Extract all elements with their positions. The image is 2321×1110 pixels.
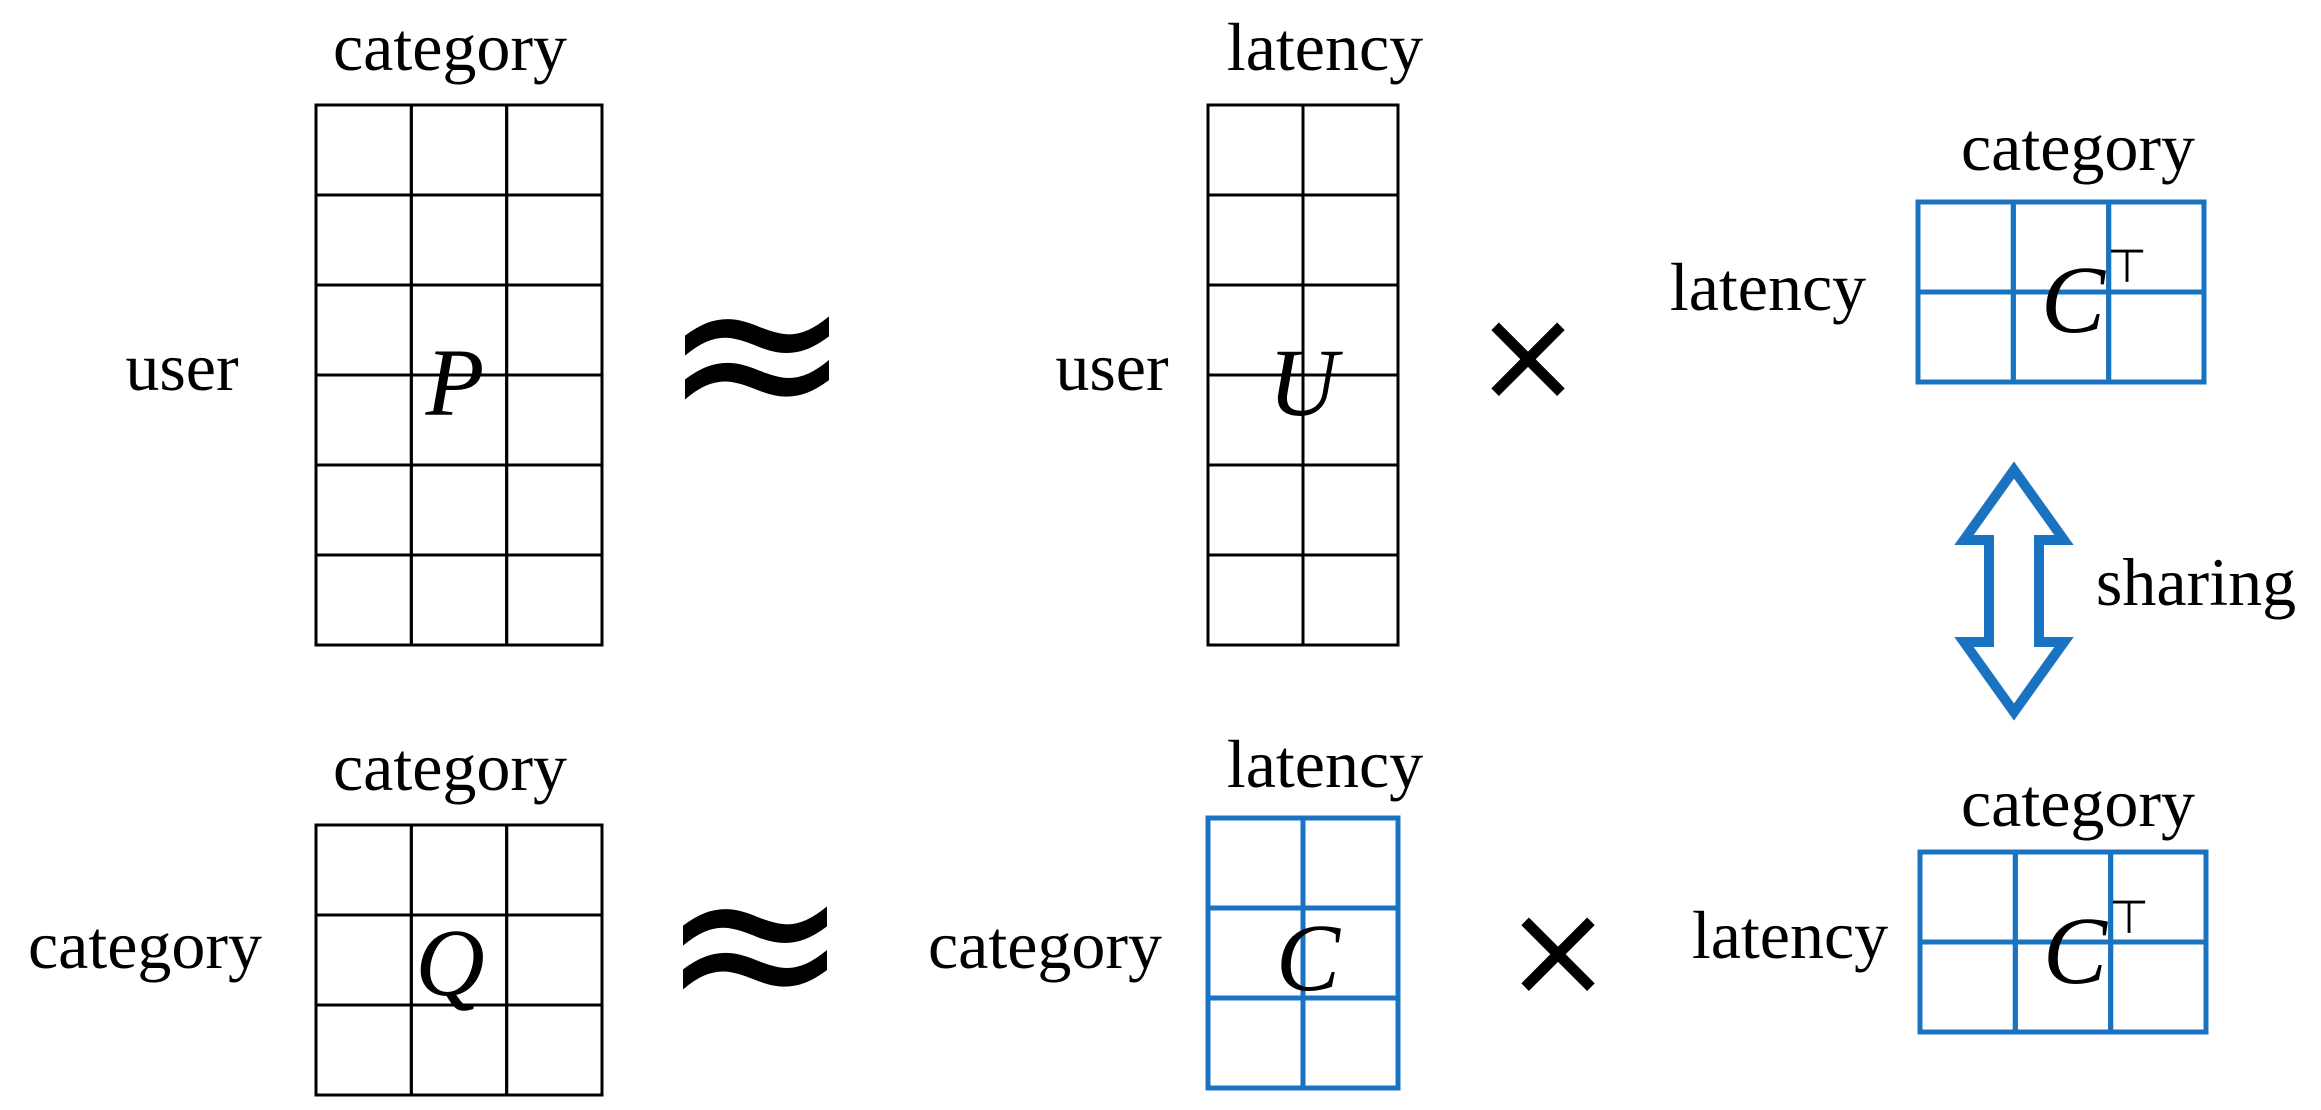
matrix-cell — [505, 463, 604, 557]
times-symbol-bottom: × — [1504, 874, 1613, 1026]
matrix-cell — [1917, 939, 2018, 1035]
matrix-cell — [409, 823, 509, 917]
matrix-cell — [409, 463, 509, 557]
matrix-q-row-label: category — [28, 907, 262, 983]
matrix-cell — [409, 103, 509, 197]
matrix-c-grid — [1205, 815, 1401, 1091]
matrix-ct-bottom-symbol: C — [2043, 897, 2108, 1004]
matrix-cell — [505, 823, 604, 917]
matrix-cell — [314, 283, 413, 377]
matrix-u-col-label: latency — [1227, 9, 1423, 85]
matrix-cell — [1301, 553, 1400, 647]
matrix-cell — [505, 1003, 604, 1097]
matrix-q: Q category category — [28, 729, 604, 1097]
matrix-cell — [314, 373, 413, 467]
matrix-ct-top-col-label: category — [1961, 109, 2195, 185]
sharing-label: sharing — [2096, 544, 2296, 620]
matrix-cell — [409, 1003, 509, 1097]
matrix-cell — [505, 283, 604, 377]
matrix-p: P category user — [125, 9, 604, 647]
matrix-ct-bottom-col-label: category — [1961, 765, 2195, 841]
matrix-cell — [2108, 939, 2209, 1035]
matrix-cell — [1205, 815, 1306, 911]
matrix-ct-top-symbol: C — [2041, 246, 2106, 353]
matrix-cell — [1301, 103, 1400, 197]
matrix-cell — [314, 553, 413, 647]
matrix-cell — [1301, 463, 1400, 557]
matrix-cell — [1301, 193, 1400, 287]
matrix-cell — [1300, 815, 1401, 911]
matrix-ct-bottom-grid — [1917, 849, 2209, 1035]
matrix-cell — [505, 193, 604, 287]
matrix-cell — [1915, 289, 2016, 385]
matrix-cell — [409, 553, 509, 647]
approx-symbol-top: ≈ — [661, 218, 854, 485]
matrix-cell — [314, 103, 413, 197]
matrix-cell — [409, 193, 509, 287]
matrix-q-col-label: category — [333, 729, 567, 805]
matrix-ct-bottom: C ⊤ category latency — [1692, 765, 2209, 1035]
matrix-ct-top-grid — [1915, 199, 2207, 385]
matrix-u-grid — [1206, 103, 1400, 647]
times-symbol-top: × — [1474, 279, 1583, 431]
matrix-cell — [505, 913, 604, 1007]
matrix-u: U latency user — [1055, 9, 1423, 647]
matrix-p-grid — [314, 103, 604, 647]
matrix-cell — [1206, 193, 1305, 287]
matrix-ct-top-row-label: latency — [1670, 249, 1866, 325]
matrix-q-symbol: Q — [415, 909, 484, 1016]
matrix-cell — [1206, 553, 1305, 647]
matrix-cell — [314, 463, 413, 557]
sharing-double-arrow: sharing — [1954, 461, 2296, 721]
matrix-ct-top: C ⊤ category latency — [1670, 109, 2207, 385]
matrix-cell — [314, 913, 413, 1007]
matrix-p-symbol: P — [425, 329, 485, 436]
approx-symbol-bottom: ≈ — [659, 808, 852, 1075]
matrix-cell — [1917, 849, 2018, 945]
matrix-cell — [1206, 463, 1305, 557]
matrix-cell — [314, 193, 413, 287]
matrix-ct-bottom-row-label: latency — [1692, 897, 1888, 973]
matrix-c: C latency category — [928, 726, 1423, 1091]
matrix-cell — [505, 553, 604, 647]
matrix-cell — [2106, 289, 2207, 385]
matrix-cell — [1300, 995, 1401, 1091]
matrix-cell — [1205, 995, 1306, 1091]
matrix-q-grid — [314, 823, 604, 1097]
matrix-cell — [314, 823, 413, 917]
matrix-p-row-label: user — [125, 329, 239, 405]
matrix-ct-top-superscript: ⊤ — [2107, 239, 2147, 293]
sharing-arrow-icon — [1954, 461, 2074, 721]
matrix-c-row-label: category — [928, 907, 1162, 983]
matrix-cell — [1915, 199, 2016, 295]
matrix-cell — [505, 103, 604, 197]
matrix-u-row-label: user — [1055, 329, 1169, 405]
matrix-cell — [314, 1003, 413, 1097]
matrix-c-symbol: C — [1276, 904, 1341, 1011]
matrix-p-col-label: category — [333, 9, 567, 85]
matrix-u-symbol: U — [1268, 329, 1343, 436]
matrix-cell — [1206, 103, 1305, 197]
matrix-ct-bottom-superscript: ⊤ — [2109, 890, 2149, 944]
matrix-cell — [505, 373, 604, 467]
matrix-c-col-label: latency — [1227, 726, 1423, 802]
